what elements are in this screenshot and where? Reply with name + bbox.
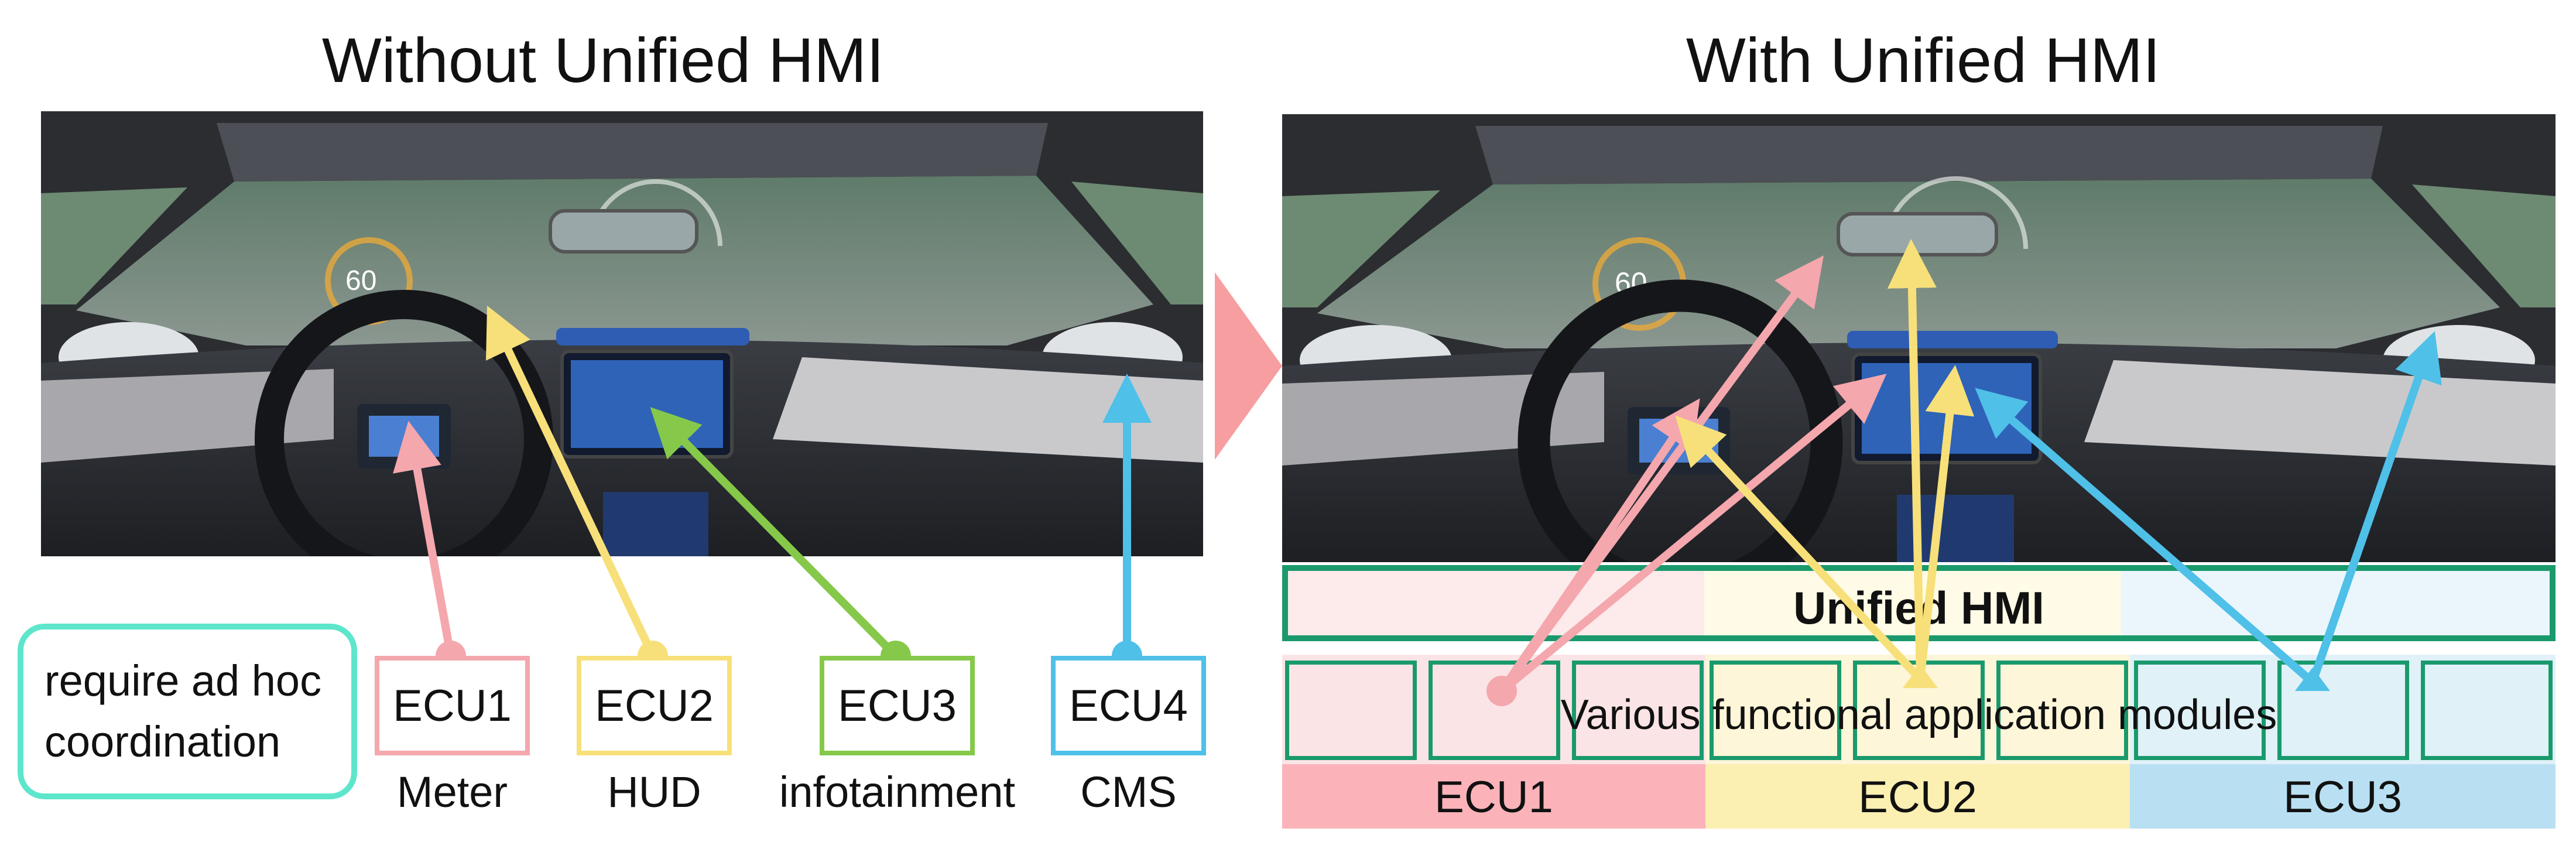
- ecu3-box: ECU3: [820, 656, 975, 755]
- arrow-ecu2-hud: [486, 306, 657, 658]
- left-car-interior-image: 60: [41, 111, 1203, 556]
- arrow-ecu3-origin: [2295, 668, 2330, 691]
- left-panel-title: Without Unified HMI: [321, 25, 885, 95]
- arrow-ecu2-to-meter: [1675, 415, 1924, 682]
- module-box: [2421, 661, 2553, 760]
- arrow-ecu1-to-infotainment: [1499, 374, 1887, 694]
- modules-label: Various functional application modules: [1560, 692, 2277, 738]
- svg-text:60: 60: [345, 265, 376, 296]
- arrow-ecu1-meter: [393, 420, 455, 657]
- module-box: [2277, 661, 2409, 760]
- arrow-ecu3-to-infotainment: [1975, 388, 2315, 686]
- ecu2-band-label-strip: [1705, 764, 2130, 829]
- ecu3-band-label-strip: [2130, 764, 2556, 829]
- ecu1-band-label-strip: [1282, 764, 1705, 829]
- module-box: [1996, 661, 2128, 760]
- arrow-ecu2-origin: [1903, 665, 1938, 688]
- ecu4-box: ECU4: [1051, 656, 1206, 755]
- ecu1-box: ECU1: [375, 656, 530, 755]
- car-interior-drawing: 60: [41, 111, 1203, 556]
- ecu2-label: ECU2: [595, 680, 714, 731]
- ad-hoc-coordination-box: require ad hoc coordination: [18, 624, 357, 799]
- module-box: [1572, 661, 1704, 760]
- ecu3-caption: infotainment: [779, 768, 1016, 816]
- arrow-ecu2-to-infotainment: [1916, 365, 1975, 680]
- right-panel-title: With Unified HMI: [1686, 25, 2161, 95]
- ecu4-caption: CMS: [1080, 768, 1177, 816]
- arrow-ecu3-infotainment: [650, 407, 899, 659]
- ecu2-band-label: ECU2: [1858, 772, 1977, 822]
- module-box: [2134, 661, 2266, 760]
- ecu1-label: ECU1: [393, 680, 512, 731]
- arrow-ecu1-to-hud: [1498, 255, 1824, 694]
- arrow-ecu1-origin-right: [1486, 676, 1517, 706]
- ecu2-caption: HUD: [607, 768, 701, 816]
- arrow-ecu2-to-hud: [1887, 239, 1937, 680]
- ad-hoc-coordination-text: require ad hoc coordination: [44, 656, 322, 766]
- left-connection-arrows: [393, 306, 1152, 671]
- module-box: [1429, 661, 1560, 760]
- ecu2-box: ECU2: [577, 656, 732, 755]
- module-box: [1285, 661, 1417, 760]
- ecu3-label: ECU3: [838, 680, 957, 731]
- ecu1-caption: Meter: [396, 768, 508, 816]
- ecu1-band-label: ECU1: [1434, 772, 1553, 822]
- module-box: [1710, 661, 1841, 760]
- ecu4-label: ECU4: [1069, 680, 1188, 731]
- transition-arrow: [1215, 272, 1282, 460]
- arrow-ecu3-to-cms: [2308, 331, 2442, 684]
- ecu3-band-label: ECU3: [2283, 772, 2402, 822]
